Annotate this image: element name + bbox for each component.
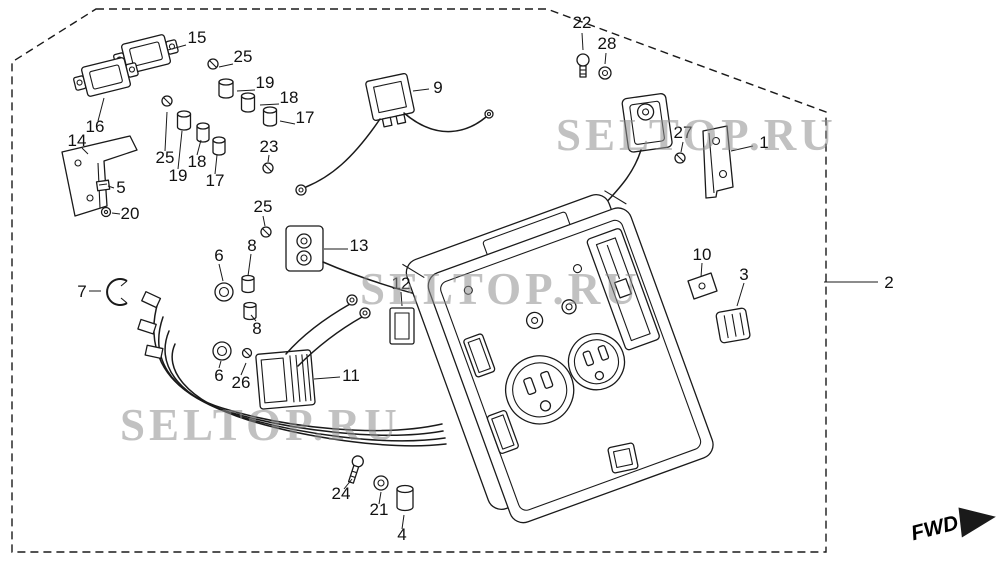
callout-28: 28: [598, 34, 617, 53]
part-20-grommet: [100, 206, 112, 218]
callout-9: 9: [433, 78, 442, 97]
part-7-clamp: [106, 278, 128, 306]
part-6-grommet-a: [214, 282, 234, 302]
part-cover-plate: [607, 442, 639, 474]
part-14-bracket: [61, 135, 138, 217]
part-2-control-panel: [402, 190, 714, 524]
callout-7: 7: [77, 282, 86, 301]
callout-20: 20: [121, 204, 140, 223]
watermark-top-right: SELTOP.RU: [556, 110, 837, 160]
callout-15: 15: [188, 28, 207, 47]
callout-10: 10: [693, 245, 712, 264]
part-23-screw: [262, 162, 274, 174]
callouts: 15 25 19 18 17 9 22 28 16 14 27 1 25 19 …: [68, 13, 894, 544]
callout-16: 16: [86, 117, 105, 136]
callout-6-a: 6: [214, 246, 223, 265]
part-19-bulb-a: [218, 78, 234, 99]
part-27-screw: [674, 152, 686, 164]
part-17-bulb-b: [212, 136, 226, 156]
part-25-screw-b: [161, 95, 173, 107]
callout-17-a: 17: [296, 108, 315, 127]
dashed-border: [11, 8, 827, 553]
callout-25-c: 25: [254, 197, 273, 216]
fwd-label: FWD: [909, 511, 961, 545]
part-ignition-coil: [585, 93, 673, 229]
fwd-arrow: FWD: [909, 507, 996, 545]
part-9-switch: [295, 72, 494, 196]
part-6-grommet-b: [212, 341, 232, 361]
part-19-bulb-b: [176, 110, 192, 131]
fwd-arrowhead: [958, 507, 996, 538]
callout-24: 24: [332, 484, 351, 503]
callout-27: 27: [674, 123, 693, 142]
watermark-bottom-left: SELTOP.RU: [120, 400, 401, 450]
part-17-bulb-a: [262, 106, 278, 127]
callout-5: 5: [116, 178, 125, 197]
callout-14: 14: [68, 131, 87, 150]
part-4-collar: [396, 484, 414, 512]
part-3-connector: [715, 307, 751, 344]
callout-19-a: 19: [256, 73, 275, 92]
callout-2: 2: [884, 273, 893, 292]
part-8-bulb-a: [241, 274, 255, 294]
part-5-clip: [95, 179, 111, 192]
part-18-bulb-b: [196, 122, 210, 143]
callout-22: 22: [573, 13, 592, 32]
part-26-screw: [241, 347, 253, 359]
part-25-screw-a: [207, 58, 219, 70]
callout-19-b: 19: [169, 166, 188, 185]
callout-23: 23: [260, 137, 279, 156]
callout-8-b: 8: [252, 319, 261, 338]
callout-21: 21: [370, 500, 389, 519]
callout-8-a: 8: [247, 236, 256, 255]
callout-11: 11: [342, 366, 360, 385]
part-18-bulb-a: [240, 92, 256, 113]
callout-1: 1: [759, 133, 768, 152]
watermark-center: SELTOP.RU: [360, 264, 641, 314]
callout-4: 4: [397, 525, 406, 544]
callout-13: 13: [350, 236, 369, 255]
callout-17-b: 17: [206, 171, 225, 190]
callout-18-b: 18: [188, 152, 207, 171]
part-16-relay: [73, 57, 139, 97]
callout-3: 3: [739, 265, 748, 284]
callout-25-b: 25: [156, 148, 175, 167]
part-25-screw-c: [260, 226, 272, 238]
wire-harness: [137, 261, 447, 447]
callout-6-b: 6: [214, 366, 223, 385]
part-24-bolt: [347, 455, 364, 484]
part-8-bulb-b: [243, 301, 257, 321]
callout-12: 12: [392, 274, 411, 293]
part-13-connector: [285, 225, 324, 272]
callout-18-a: 18: [280, 88, 299, 107]
part-21-washer: [373, 475, 389, 491]
part-10-bracket: [687, 272, 718, 300]
leader-lines: [81, 32, 878, 530]
part-12-connector: [389, 307, 415, 345]
part-22-bolt: [576, 53, 590, 78]
part-28-washer: [598, 66, 612, 80]
part-1-bracket: [702, 125, 734, 199]
callout-26: 26: [232, 373, 251, 392]
callout-25-a: 25: [234, 47, 253, 66]
